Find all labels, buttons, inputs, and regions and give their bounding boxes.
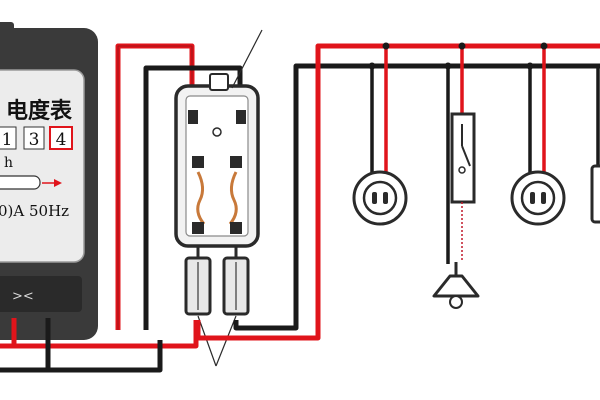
socket-1-slot-right <box>383 192 388 204</box>
pointer-line-fuse-right <box>215 315 237 367</box>
socket-1-face <box>362 180 398 216</box>
meter-rating: 0)A 50Hz <box>0 202 69 220</box>
meter-unit: h <box>4 155 13 171</box>
socket-2 <box>510 42 566 226</box>
socket-1 <box>352 42 408 226</box>
meter-digit-box-1 <box>0 126 17 150</box>
switch-blade <box>461 145 471 167</box>
partial-device-body <box>590 164 600 224</box>
socket-1-junction-neutral <box>368 62 376 70</box>
socket-2-face <box>520 180 556 216</box>
switch-contact-bottom <box>458 166 466 174</box>
neutral-wire-meter-to-fuse <box>143 65 243 330</box>
fuse-clip-mid-right <box>230 156 242 168</box>
switch-junction-live <box>458 42 466 50</box>
fuse-terminal-bottom-right <box>230 222 242 234</box>
lamp-junction-neutral <box>444 62 452 70</box>
pointer-line-fuse-left <box>197 315 217 367</box>
live-bus <box>195 43 600 341</box>
meter-top-mount <box>0 22 14 36</box>
fuse-element-right <box>228 171 238 225</box>
socket-1-slot-left <box>372 192 377 204</box>
fuse-clip-top-left <box>188 110 198 124</box>
cartridge-fuses <box>184 246 250 316</box>
fuse-box-screw <box>212 127 222 137</box>
meter-digit-box-3 <box>49 126 73 150</box>
meter-digit-3: 4 <box>56 130 67 150</box>
meter-terminal-mark: >< <box>12 289 34 304</box>
fuse-terminal-bottom-left <box>192 222 204 234</box>
socket-1-junction-live <box>382 42 390 50</box>
fuse-box-inner-panel <box>185 95 249 237</box>
fuse-element-left <box>196 171 206 225</box>
fuse-box-top-knob <box>209 73 229 91</box>
partial-device-right <box>590 66 600 224</box>
electricity-meter: 电度表 1 3 4 h 0)A 50Hz >< <box>0 22 98 340</box>
neutral-wire-bottom-return <box>0 340 163 373</box>
socket-2-slot-left <box>530 192 535 204</box>
socket-2-slot-right <box>541 192 546 204</box>
meter-terminal-block <box>0 276 82 312</box>
socket-2-junction-neutral <box>526 62 534 70</box>
switch-and-lamp <box>432 42 480 309</box>
pointer-line-knob <box>231 29 263 89</box>
meter-face <box>0 69 85 263</box>
fuse-box <box>174 73 260 248</box>
meter-digit-2: 3 <box>29 130 40 150</box>
meter-arrow-head <box>54 179 62 187</box>
socket-2-junction-live <box>540 42 548 50</box>
lamp-bulb <box>449 295 463 309</box>
fuse-clip-top-right <box>236 110 246 124</box>
wall-switch-box <box>450 112 476 204</box>
meter-disc-window <box>0 175 41 190</box>
lamp-shade <box>432 274 480 298</box>
meter-digit-box-2 <box>23 126 45 150</box>
neutral-bus <box>233 63 600 331</box>
meter-title: 电度表 <box>6 98 73 124</box>
fuse-clip-mid-left <box>192 156 204 168</box>
meter-digit-1: 1 <box>2 130 13 150</box>
